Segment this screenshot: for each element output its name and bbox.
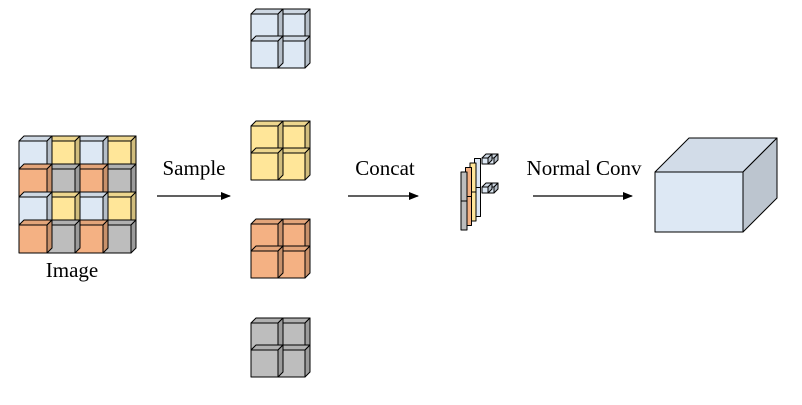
normal-conv-label: Normal Conv <box>527 156 642 180</box>
concat-layer-gray <box>460 171 468 231</box>
conv-block-front <box>654 171 744 233</box>
sampled-gray-cell-r1-c1-side <box>304 344 311 378</box>
sampled-yellow-cell-r1-c1-side <box>304 147 311 181</box>
sampled-blue-cell-r1-c0-front <box>250 40 279 69</box>
concat-gray-strip-r1 <box>460 200 468 231</box>
sampled-group-blue <box>250 8 311 69</box>
sampled-gray-cell-r1-c0-side <box>277 344 284 378</box>
image-cell-r3-c2-side <box>102 219 109 254</box>
image-cell-r3-c3-side <box>130 219 137 254</box>
sample-label: Sample <box>163 156 226 180</box>
sampled-group-orange <box>250 218 311 279</box>
image-cell-r3-c1-side <box>74 219 81 254</box>
sampled-gray-cell-r1-c0-front <box>250 349 279 378</box>
sampled-blue-cell-r1-c0-side <box>277 35 284 69</box>
conv-output-block <box>654 137 778 233</box>
concat-gray-strip-r0 <box>460 171 468 202</box>
image-label: Image <box>46 258 98 282</box>
sampled-subgrids <box>250 8 311 378</box>
sampled-yellow-cell-r1-c0-front <box>250 152 279 181</box>
concat-front-cell-r0-c0-front <box>481 157 489 165</box>
sampled-blue-cell-r1-c1-side <box>304 35 311 69</box>
sampled-group-gray <box>250 317 311 378</box>
image-cell-r3-c0-front <box>18 224 48 254</box>
image-cell-r3-c0-side <box>46 219 53 254</box>
input-image-grid <box>18 135 137 254</box>
concatenated-stack <box>460 153 499 231</box>
concat-label: Concat <box>355 156 415 180</box>
sampled-group-yellow <box>250 120 311 181</box>
concat-front-cell-r1-c0-front <box>481 186 489 194</box>
sampled-orange-cell-r1-c0-side <box>277 245 284 279</box>
sampled-orange-cell-r1-c0-front <box>250 250 279 279</box>
sampled-orange-cell-r1-c1-side <box>304 245 311 279</box>
sampled-yellow-cell-r1-c0-side <box>277 147 284 181</box>
